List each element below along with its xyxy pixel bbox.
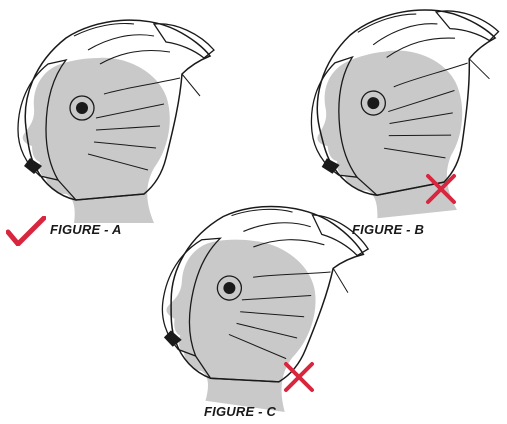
figure-a-caption: FIGURE - A [50, 222, 122, 237]
cross-icon-b [424, 172, 458, 211]
figure-c-illustration [150, 192, 364, 408]
cross-icon-c [282, 360, 316, 399]
figure-b-illustration [290, 6, 504, 222]
checkmark-icon [6, 216, 46, 251]
helmet-head-drawing-b [290, 6, 504, 222]
helmet-head-drawing-c [150, 192, 364, 408]
figure-c-caption: FIGURE - C [204, 404, 276, 419]
